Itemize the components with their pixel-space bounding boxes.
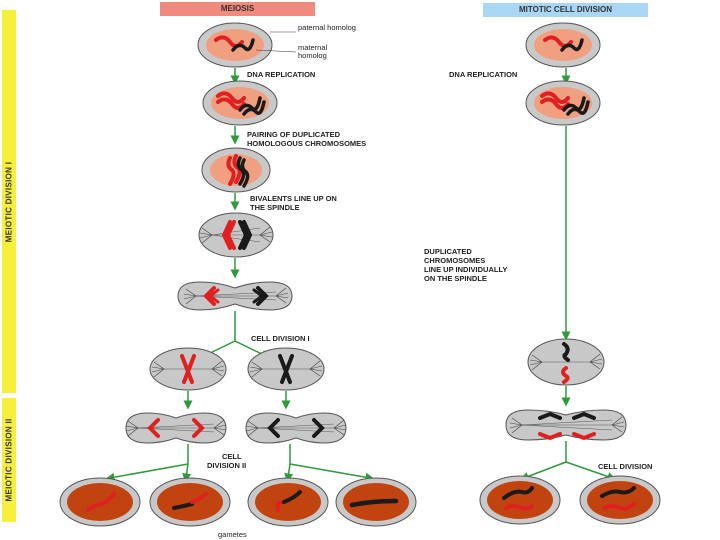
mitosis-cell-anaphase bbox=[505, 409, 627, 441]
meiosis-pairing-label-line-1: PAIRING OF DUPLICATED bbox=[247, 130, 341, 139]
meiosis-dna-replication-label: DNA REPLICATION bbox=[247, 70, 316, 79]
maternal-homolog-label: maternal homolog bbox=[298, 43, 328, 60]
mitosis-cell-initial bbox=[525, 22, 601, 68]
mitotic-header: MITOTIC CELL DIVISION bbox=[483, 3, 648, 17]
mitosis-cell-replicated bbox=[525, 80, 601, 126]
meiosis-cell-metaphase-2-left bbox=[149, 347, 227, 391]
meiotic-division-2-band: MEIOTIC DIVISION II bbox=[2, 398, 16, 522]
mitosis-daughter-cell-left bbox=[479, 475, 561, 525]
mitosis-daughter-cell-right bbox=[579, 475, 661, 525]
gametes-label: gametes bbox=[218, 530, 247, 539]
meiosis-bivalents-label-line-2: THE SPINDLE bbox=[250, 203, 300, 212]
meiosis-pairing-label-line-2: HOMOLOGOUS CHROMOSOMES bbox=[247, 139, 367, 148]
meiosis-cell-initial bbox=[197, 22, 273, 68]
meiosis-bivalents-label-line-1: BIVALENTS LINE UP ON bbox=[250, 194, 337, 203]
gamete-1 bbox=[59, 477, 141, 527]
meiosis-cell-metaphase-2-right bbox=[247, 347, 325, 391]
meiosis-cell-pairing bbox=[201, 147, 271, 193]
gamete-3 bbox=[247, 477, 329, 527]
meiosis-header: MEIOSIS bbox=[160, 2, 315, 16]
meiotic-division-1-band: MEIOTIC DIVISION I bbox=[2, 10, 16, 393]
meiosis-cell-anaphase-2-left bbox=[125, 412, 227, 444]
meiosis-cell-anaphase-1 bbox=[177, 281, 293, 311]
gamete-4 bbox=[335, 477, 417, 527]
meiosis-cell-division-1-label: CELL DIVISION I bbox=[251, 334, 310, 343]
mitosis-cell-metaphase bbox=[527, 338, 605, 386]
meiosis-cell-division-2-label-line-1: CELL bbox=[222, 452, 242, 461]
meiosis-cell-anaphase-2-right bbox=[245, 412, 347, 444]
meiosis-cell-division-2-label-line-2: DIVISION II bbox=[207, 461, 247, 470]
mitosis-duplicated-label-line-4: ON THE SPINDLE bbox=[424, 274, 487, 283]
mitosis-dna-replication-label: DNA REPLICATION bbox=[449, 70, 518, 79]
meiosis-cell-bivalents bbox=[198, 212, 274, 258]
mitosis-cell-division-label: CELL DIVISION bbox=[598, 462, 653, 471]
meiosis-cell-replicated bbox=[202, 80, 278, 126]
mitosis-duplicated-label-line-2: CHROMOSOMES bbox=[424, 256, 486, 265]
paternal-homolog-label: paternal homolog bbox=[298, 23, 356, 32]
mitosis-duplicated-label-line-1: DUPLICATED bbox=[424, 247, 472, 256]
mitosis-duplicated-label-line-3: LINE UP INDIVIDUALLY bbox=[424, 265, 508, 274]
gamete-2 bbox=[149, 477, 231, 527]
